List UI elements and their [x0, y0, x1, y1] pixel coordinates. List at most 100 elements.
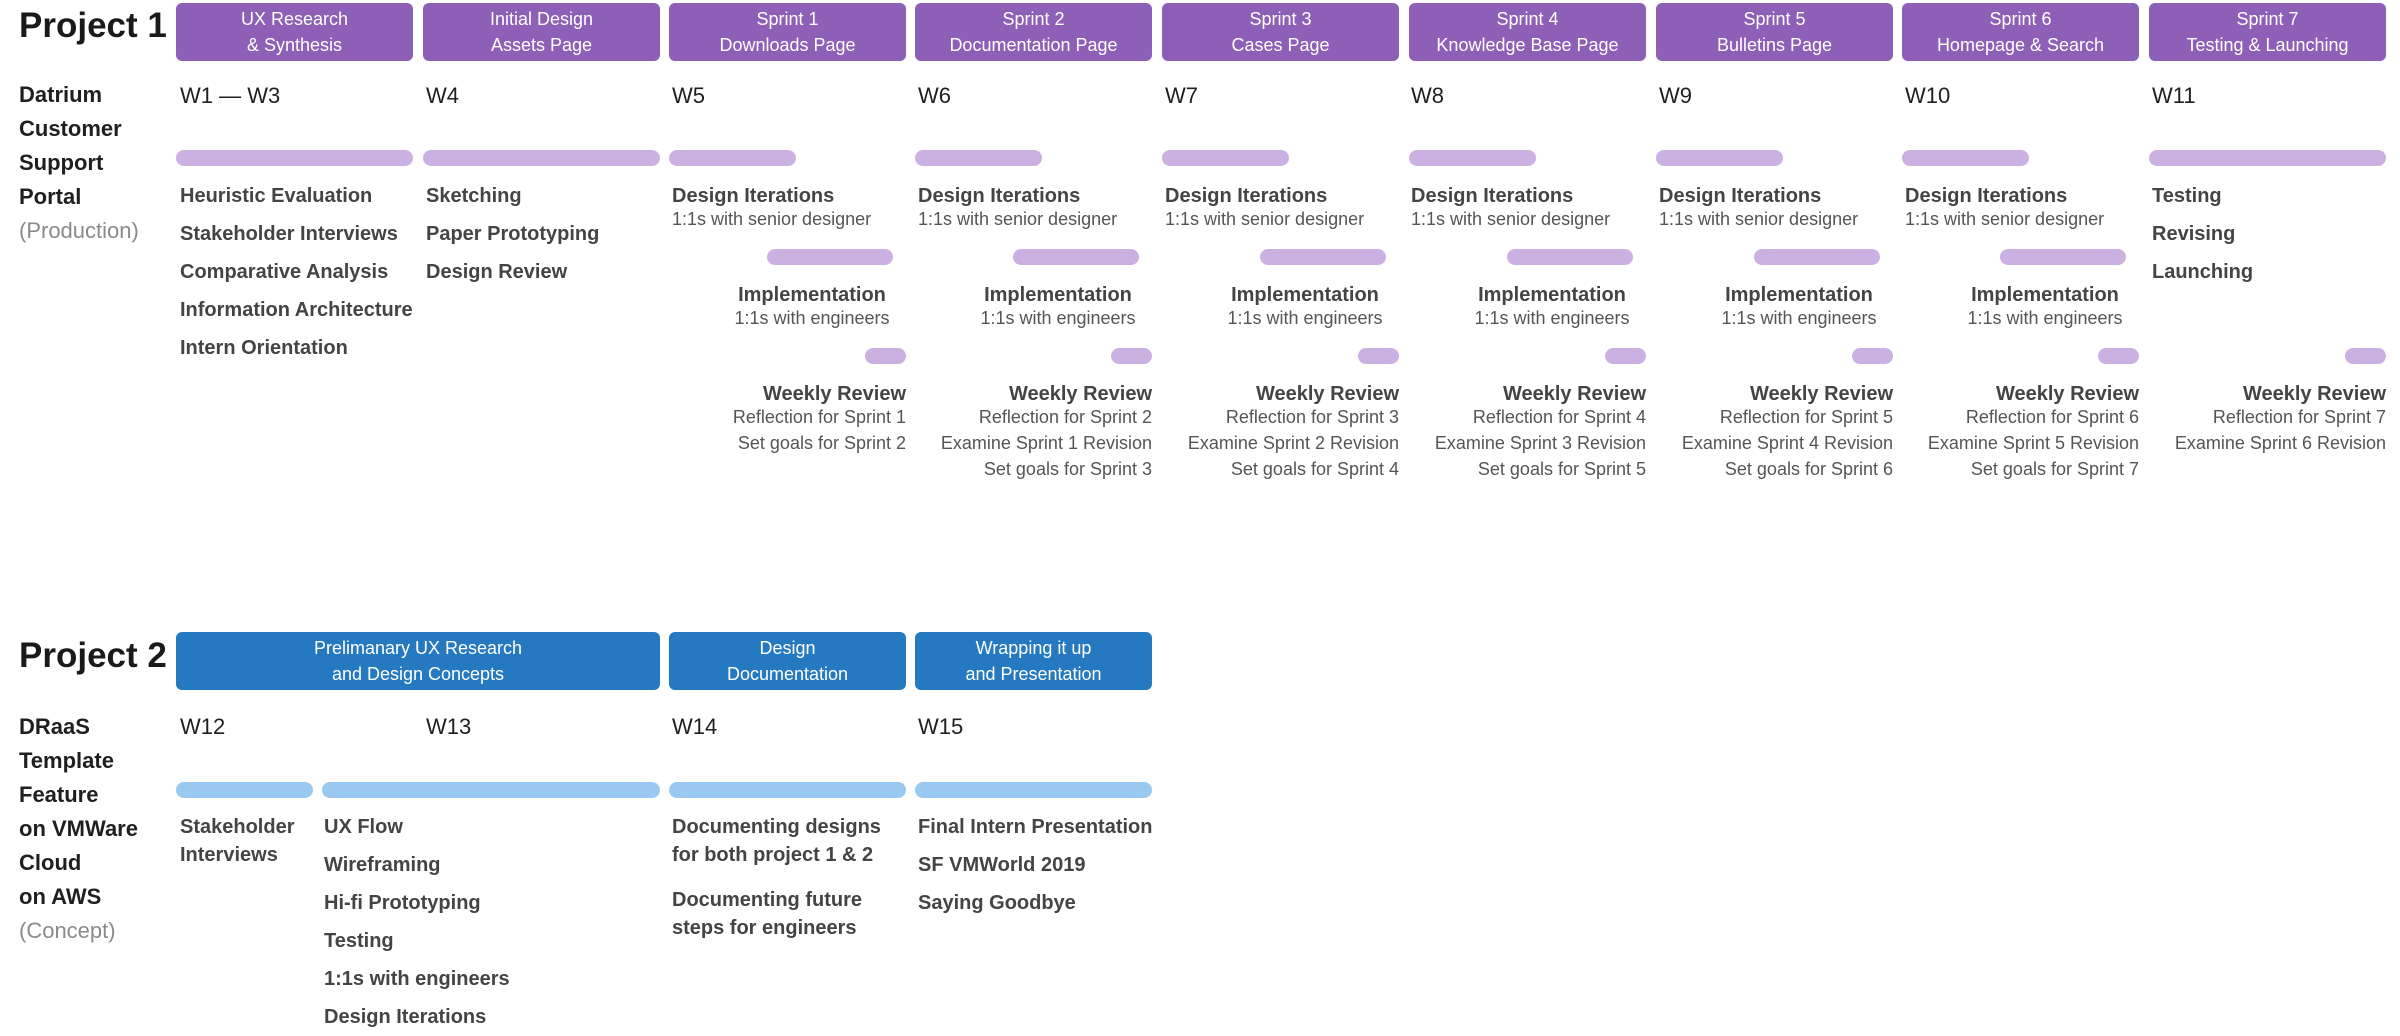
weekly-review-bar: [1852, 348, 1893, 364]
timeline-bar: [322, 782, 660, 798]
timeline-bar: [423, 150, 660, 166]
phase-line: Homepage & Search: [1936, 35, 2105, 55]
week-label: W5: [672, 83, 705, 108]
implementation-bar: [1013, 249, 1139, 265]
timeline-bar: [176, 782, 313, 798]
implementation-sub: 1:1s with engineers: [980, 308, 1136, 328]
phase-line: Sprint 7: [2236, 9, 2299, 29]
implementation-sub: 1:1s with engineers: [1474, 308, 1630, 328]
weekly-review-title: Weekly Review: [1502, 383, 1646, 405]
project-2-desc-line: on AWS: [19, 884, 102, 909]
project-1-desc-line: Datrium: [19, 82, 103, 107]
list-item: Launching: [2152, 261, 2254, 283]
implementation-sub: 1:1s with engineers: [1967, 308, 2123, 328]
design-iterations-sub: 1:1s with senior designer: [1659, 209, 1859, 229]
list-item: 1:1s with engineers: [324, 968, 510, 990]
phase-line: Cases Page: [1231, 35, 1330, 55]
review-line: Examine Sprint 4 Revision: [1681, 433, 1893, 453]
implementation-bar: [1754, 249, 1880, 265]
week-label: W6: [918, 83, 951, 108]
weekly-review-title: Weekly Review: [762, 383, 906, 405]
review-line: Examine Sprint 5 Revision: [1927, 433, 2139, 453]
implementation-bar: [1507, 249, 1633, 265]
phase-line: Knowledge Base Page: [1436, 35, 1619, 55]
timeline-bar: [176, 150, 413, 166]
project-1-description: Datrium Customer Support Portal (Product…: [19, 78, 169, 248]
review-line: Reflection for Sprint 7: [2212, 407, 2386, 427]
phase-line: Sprint 3: [1249, 9, 1312, 29]
project-2-desc-line: Feature: [19, 782, 99, 807]
project-1-status: (Production): [19, 218, 139, 243]
phase-line: Documentation: [726, 664, 849, 684]
review-line: Examine Sprint 1 Revision: [940, 433, 1152, 453]
project-2-desc-line: Template: [19, 748, 114, 773]
weekly-review-block: Weekly Review Reflection for Sprint 1 Se…: [656, 384, 906, 456]
phase-line: Sprint 6: [1989, 9, 2052, 29]
list-item: Design Iterations: [324, 1006, 487, 1028]
phase-ux-research: UX Research & Synthesis: [176, 3, 413, 61]
list-item: Hi-fi Prototyping: [324, 892, 481, 914]
phase-line: Sprint 1: [756, 9, 819, 29]
weekly-review-block: Weekly Review Reflection for Sprint 5 Ex…: [1643, 384, 1893, 482]
project-2-desc-line: on VMWare: [19, 816, 138, 841]
weekly-review-block: Weekly Review Reflection for Sprint 7 Ex…: [2136, 384, 2386, 456]
review-line: Set goals for Sprint 2: [737, 433, 906, 453]
timeline-bar: [2149, 150, 2386, 166]
list-item: Design Review: [426, 261, 568, 283]
activity-list-w4: Sketching Paper Prototyping Design Revie…: [426, 177, 599, 291]
project-1-title: Project 1: [19, 6, 167, 45]
review-line: Examine Sprint 3 Revision: [1434, 433, 1646, 453]
week-label: W12: [180, 714, 226, 739]
list-item: Documenting future steps for engineers: [672, 889, 862, 939]
review-line: Set goals for Sprint 3: [983, 459, 1152, 479]
project-2-desc-line: Cloud: [19, 850, 82, 875]
weekly-review-title: Weekly Review: [2242, 383, 2386, 405]
activity-list-w11: Testing Revising Launching: [2152, 177, 2253, 291]
design-iterations-title: Design Iterations: [1905, 185, 2068, 207]
weekly-review-block: Weekly Review Reflection for Sprint 4 Ex…: [1396, 384, 1646, 482]
phase-line: and Presentation: [965, 664, 1102, 684]
phase-line: Wrapping it up: [975, 638, 1092, 658]
list-item: Wireframing: [324, 854, 441, 876]
list-item: SF VMWorld 2019: [918, 854, 1086, 876]
list-item: Testing: [324, 930, 394, 952]
review-line: Reflection for Sprint 1: [732, 407, 906, 427]
design-iterations-title: Design Iterations: [1411, 185, 1574, 207]
weekly-review-title: Weekly Review: [1255, 383, 1399, 405]
list-item: Saying Goodbye: [918, 892, 1076, 914]
design-iterations-title: Design Iterations: [1659, 185, 1822, 207]
phase-line: & Synthesis: [246, 35, 343, 55]
timeline-bar: [1902, 150, 2029, 166]
design-iterations-title: Design Iterations: [918, 185, 1081, 207]
design-iterations-title: Design Iterations: [672, 185, 835, 207]
implementation-title: Implementation: [1971, 284, 2119, 306]
design-iterations-sub: 1:1s with senior designer: [918, 209, 1118, 229]
review-line: Reflection for Sprint 5: [1719, 407, 1893, 427]
activity-list-w1-w3: Heuristic Evaluation Stakeholder Intervi…: [180, 177, 413, 367]
week-label: W8: [1411, 83, 1444, 108]
review-line: Set goals for Sprint 5: [1477, 459, 1646, 479]
list-item: Stakeholder Interviews: [180, 223, 398, 245]
week-label: W15: [918, 714, 964, 739]
phase-line: UX Research: [240, 9, 349, 29]
timeline-bar: [669, 150, 796, 166]
week-label: W1 — W3: [180, 83, 281, 108]
week-label: W14: [672, 714, 718, 739]
weekly-review-bar: [1358, 348, 1399, 364]
list-item: Revising: [2152, 223, 2236, 245]
